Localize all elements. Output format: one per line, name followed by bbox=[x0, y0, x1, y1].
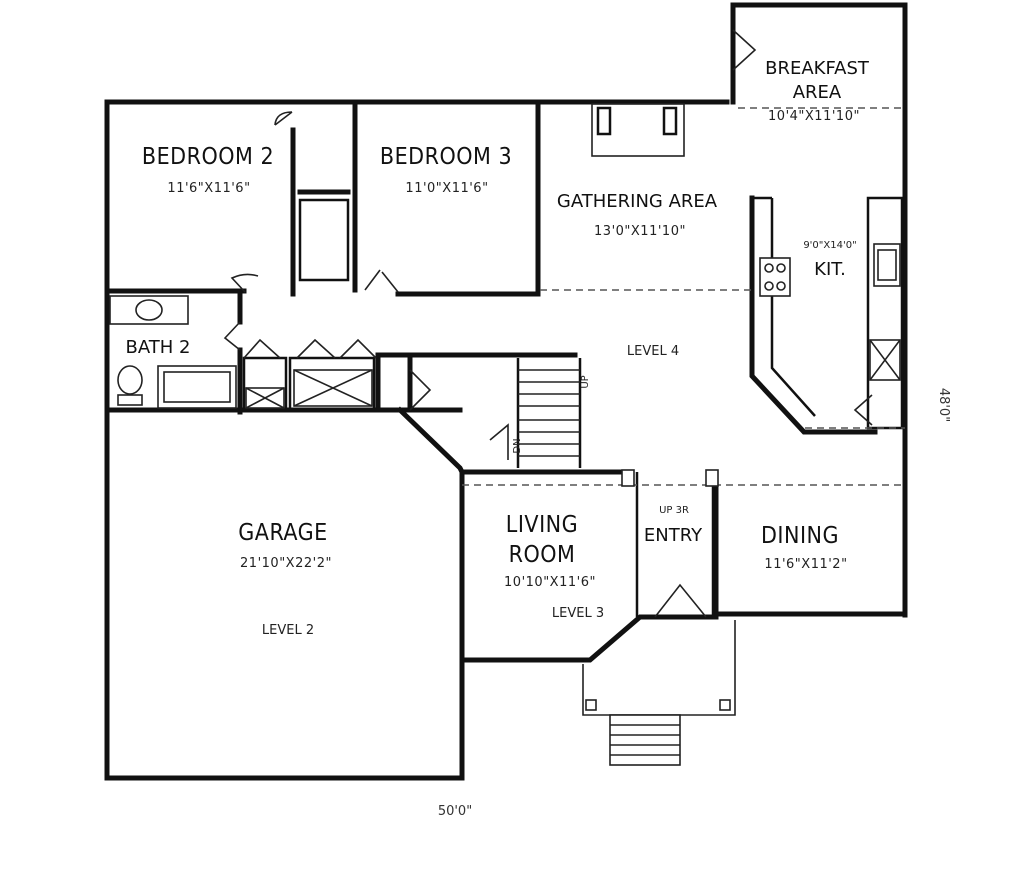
stair-dn-label: DN bbox=[512, 438, 523, 453]
kitchen-dims: 9'0"X14'0" bbox=[803, 240, 856, 251]
gathering-name: GATHERING AREA bbox=[557, 191, 718, 212]
stair-up-label: UP bbox=[580, 375, 591, 388]
overall-width: 50'0" bbox=[438, 804, 472, 819]
breakfast-name-1: BREAKFAST bbox=[765, 58, 870, 79]
garage-level: LEVEL 2 bbox=[262, 623, 314, 638]
kitchen-name: KIT. bbox=[814, 259, 846, 280]
exterior-walls bbox=[104, 2, 908, 781]
breakfast-name-2: AREA bbox=[793, 82, 842, 103]
gathering-dims: 13'0"X11'10" bbox=[594, 224, 686, 239]
living-name-1: LIVING bbox=[506, 512, 578, 538]
room-labels: BEDROOM 2 11'6"X11'6" BEDROOM 3 11'0"X11… bbox=[126, 58, 870, 638]
dining-name: DINING bbox=[761, 523, 839, 549]
bedroom2-name: BEDROOM 2 bbox=[142, 144, 274, 170]
room-separators bbox=[462, 107, 905, 486]
fixtures bbox=[109, 103, 901, 766]
interior-walls bbox=[104, 99, 904, 617]
entry-note: UP 3R bbox=[659, 505, 689, 516]
bedroom3-dims: 11'0"X11'6" bbox=[405, 181, 488, 196]
garage-name: GARAGE bbox=[238, 520, 328, 546]
level4-label: LEVEL 4 bbox=[627, 344, 679, 359]
overall-depth: 48'0" bbox=[936, 388, 951, 422]
overall-dimensions: 50'0" 48'0" bbox=[438, 388, 951, 819]
breakfast-dims: 10'4"X11'10" bbox=[768, 109, 860, 124]
entry-name: ENTRY bbox=[644, 525, 703, 546]
dining-dims: 11'6"X11'2" bbox=[764, 557, 847, 572]
bath2-name: BATH 2 bbox=[126, 337, 191, 358]
porch-steps bbox=[609, 714, 681, 766]
stair-treads bbox=[518, 369, 580, 457]
living-dims: 10'10"X11'6" bbox=[504, 575, 596, 590]
bedroom2-dims: 11'6"X11'6" bbox=[167, 181, 250, 196]
living-name-2: ROOM bbox=[509, 542, 576, 568]
doors bbox=[223, 29, 873, 618]
garage-dims: 21'10"X22'2" bbox=[240, 556, 332, 571]
living-level: LEVEL 3 bbox=[552, 606, 604, 621]
bedroom3-name: BEDROOM 3 bbox=[380, 144, 512, 170]
